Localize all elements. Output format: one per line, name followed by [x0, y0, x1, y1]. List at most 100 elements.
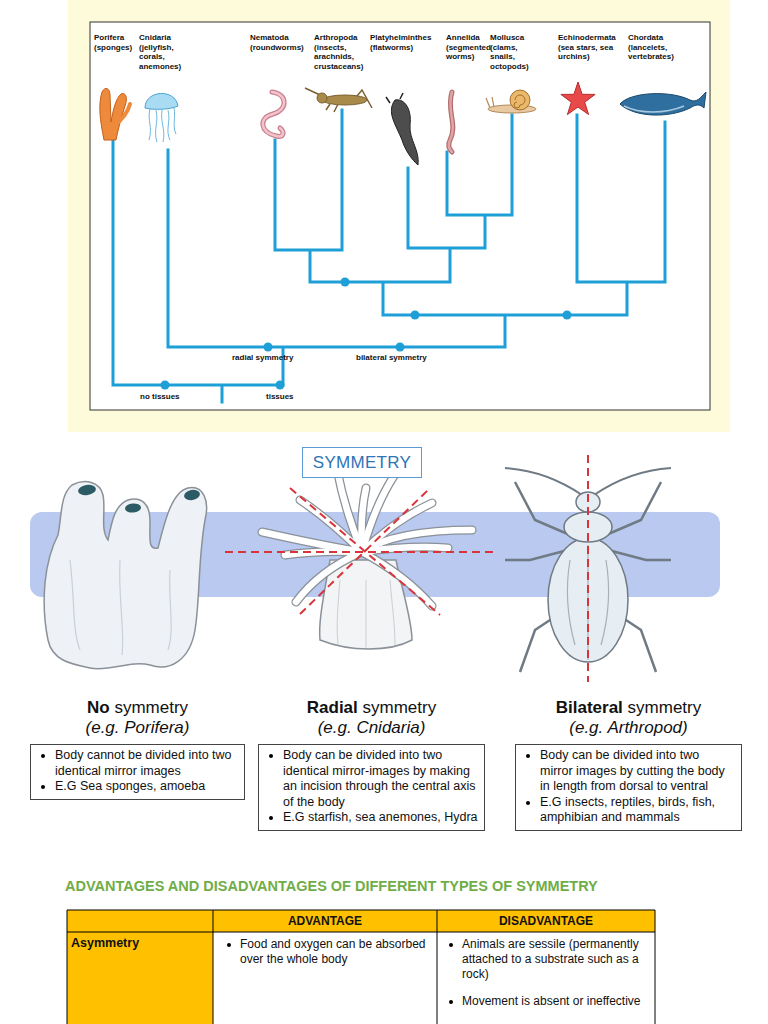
tree-frame: [90, 22, 710, 410]
taxon-label: Chordata (lancelets, vertebrates): [628, 33, 690, 62]
heading-text: Bilateral: [556, 698, 623, 717]
table-grid: [67, 932, 213, 1024]
bullet-text: Body can be divided into two mirror imag…: [540, 748, 735, 795]
anemone-illustration: [262, 474, 472, 606]
table-cell: Food and oxygen can be absorbed over the…: [240, 937, 432, 967]
bullet-dot: [269, 754, 273, 758]
taxon-label: Arthropoda (insects, arachnids, crustace…: [314, 33, 369, 71]
whale-icon: [620, 92, 706, 115]
bullet-text: Body can be divided into two identical m…: [283, 748, 478, 810]
heading-line: (e.g. Porifera): [30, 718, 245, 738]
tree-node-dots: [264, 343, 273, 352]
card-heading: Nosymmetry(e.g. Porifera): [30, 696, 245, 744]
anemone-illustration: [337, 580, 395, 648]
segmented-worm-icon: [449, 92, 453, 152]
symmetry-card: Radial symmetry(e.g. Cnidaria) Body can be…: [258, 696, 485, 831]
segmented-worm-icon: [449, 92, 453, 152]
flatworm-icon: [391, 100, 418, 165]
anemone-illustration: [262, 474, 472, 606]
description-box: Body cannot be divided into two identica…: [30, 744, 245, 800]
bullet-text: E.G Sea sponges, amoeba: [55, 779, 238, 795]
flatworm-icon: [386, 93, 418, 165]
tree-node-dots: [411, 311, 420, 320]
heading-text: (e.g. Porifera): [86, 718, 190, 737]
sponge-illustration: [70, 560, 171, 655]
bullet-dot: [227, 943, 231, 947]
sponge-illustration: [183, 489, 200, 502]
anemone-illustration: [225, 474, 495, 649]
taxon-label: Cnidaria (jellyfish, corals, anemones): [139, 33, 187, 71]
tree-node-dots: [161, 278, 572, 390]
bullet-text: Body cannot be divided into two identica…: [55, 748, 238, 779]
sponge-icon: [112, 104, 130, 128]
symmetry-card: Nosymmetry(e.g. Porifera) Body cannot be …: [30, 696, 245, 800]
table-grid: [67, 910, 655, 1024]
taxon-label: Porifera (sponges): [94, 33, 139, 52]
panel-background: [68, 0, 730, 432]
bullet-dot: [41, 754, 45, 758]
sponge-icon: [100, 88, 127, 140]
bullet-dot: [449, 1000, 453, 1004]
title-box: SYMMETRY: [302, 447, 422, 478]
symmetry-card: Bilateralsymmetry(e.g. Arthropod)Body ca…: [515, 696, 742, 831]
anemone-illustration: [225, 488, 495, 615]
bullet-dot: [526, 754, 530, 758]
jellyfish-icon: [149, 108, 176, 142]
grasshopper-icon: [323, 95, 367, 105]
jellyfish-icon: [145, 93, 178, 142]
heading-line: Radial symmetry: [258, 698, 485, 718]
taxon-label: Echinodermata (sea stars, sea urchins): [558, 33, 624, 62]
taxon-label: Nematoda (roundworms): [250, 33, 298, 52]
tree-node-dots: [563, 311, 572, 320]
beetle-illustration: [505, 455, 671, 682]
description-box: Body can be divided into two identical m…: [258, 744, 485, 831]
tree-node-dots: [396, 343, 405, 352]
table-row-header: Asymmetry: [71, 936, 211, 951]
jellyfish-icon: [145, 93, 178, 109]
taxon-label: Annelida (segmented worms): [446, 33, 490, 62]
sponge-illustration: [44, 482, 206, 669]
description-box: Body can be divided into two mirror imag…: [515, 744, 742, 831]
sponge-illustration: [44, 482, 206, 669]
snail-icon: [514, 95, 525, 108]
table-grid: [67, 910, 655, 1024]
heading-text: (e.g. Cnidaria): [318, 718, 426, 737]
bullet-dot: [269, 816, 273, 820]
flatworm-icon: [386, 93, 403, 103]
bullet-dot: [449, 943, 453, 947]
heading-text: symmetry: [114, 698, 188, 717]
grasshopper-icon: [317, 93, 327, 103]
beetle-illustration: [587, 455, 589, 682]
snail-icon: [510, 90, 530, 110]
bullet-dot: [41, 785, 45, 789]
section-heading: ADVANTAGES AND DISADVANTAGES OF DIFFEREN…: [65, 877, 745, 895]
heading-text: Radial: [307, 698, 358, 717]
taxon-label: Mollusca (clams, snails, octopods): [490, 33, 542, 71]
heading-text: symmetry: [363, 698, 437, 717]
whale-icon: [624, 106, 684, 112]
tree-node-dots: [341, 278, 350, 287]
table-cell: Movement is absent or ineffective: [462, 994, 650, 1009]
table-header: ADVANTAGE: [213, 914, 437, 929]
sponge-illustration: [77, 484, 96, 497]
table-grid: [67, 910, 655, 932]
roundworm-icon: [263, 92, 284, 136]
clade-label: radial symmetry: [232, 353, 322, 363]
card-heading: Radial symmetry(e.g. Cnidaria): [258, 696, 485, 744]
roundworm-icon: [263, 92, 284, 136]
bullet-text: E.G insects, reptiles, birds, fish, amph…: [540, 795, 735, 826]
tree-node-dots: [161, 381, 170, 390]
title-text: SYMMETRY: [303, 448, 421, 477]
grasshopper-icon: [305, 88, 372, 112]
clade-label: no tissues: [140, 392, 200, 402]
snail-icon: [486, 90, 536, 113]
bullet-dot: [526, 801, 530, 805]
heading-line: Nosymmetry: [30, 698, 245, 718]
taxon-label: Platyhelminthes (flatworms): [370, 33, 442, 52]
segmented-worm-icon: [449, 92, 453, 152]
clade-label: tissues: [266, 392, 306, 402]
whale-icon: [620, 92, 706, 115]
